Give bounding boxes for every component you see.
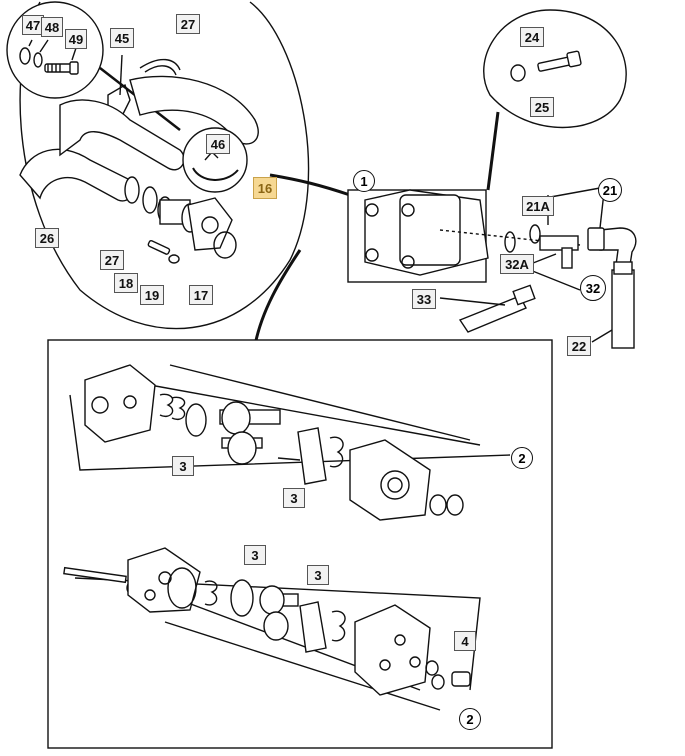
callout-26: 26 (35, 228, 59, 248)
callout-3-a: 3 (172, 456, 194, 476)
rear-cover (354, 604, 431, 696)
callout-32A: 32A (500, 254, 534, 274)
callout-19: 19 (140, 285, 164, 305)
tee-fitting-32 (539, 235, 579, 251)
through-bolt (63, 566, 127, 584)
callout-25: 25 (530, 97, 554, 117)
callout-24: 24 (520, 27, 544, 47)
callout-49: 49 (65, 29, 87, 49)
hose-26 (19, 148, 135, 202)
flange-16 (187, 197, 233, 251)
elbow-21 (599, 227, 637, 266)
callout-21A: 21A (522, 196, 554, 216)
callout-16: 16 (253, 177, 277, 199)
callout-21: 21 (598, 178, 622, 202)
callout-2-top: 2 (511, 447, 533, 469)
callout-27-top: 27 (176, 14, 200, 34)
callout-3-b: 3 (283, 488, 305, 508)
callout-2-bottom: 2 (459, 708, 481, 730)
callout-18: 18 (114, 273, 138, 293)
washer-48 (33, 52, 43, 68)
bolt-49 (44, 61, 79, 75)
callout-4: 4 (454, 631, 476, 651)
o-ring-17 (213, 231, 237, 259)
hose-22 (611, 269, 635, 349)
callout-1: 1 (353, 170, 375, 192)
callout-3-d: 3 (307, 565, 329, 585)
bolt-18 (147, 240, 171, 255)
callout-33: 33 (412, 289, 436, 309)
callout-27-bottom: 27 (100, 250, 124, 270)
nut-47 (19, 47, 31, 65)
detail-circle-large (19, 1, 310, 330)
pump-housing-lower (127, 547, 201, 613)
callout-3-c: 3 (244, 545, 266, 565)
callout-45: 45 (110, 28, 134, 48)
hose-upper (59, 99, 185, 171)
callout-17: 17 (189, 285, 213, 305)
callout-22: 22 (567, 336, 591, 356)
callout-46: 46 (206, 134, 230, 154)
callout-32: 32 (580, 275, 606, 301)
hose-27-top (129, 75, 259, 145)
washer-19 (168, 254, 180, 264)
bush-4 (451, 671, 471, 687)
pump-housing-upper (84, 364, 156, 443)
callout-48: 48 (41, 17, 63, 37)
